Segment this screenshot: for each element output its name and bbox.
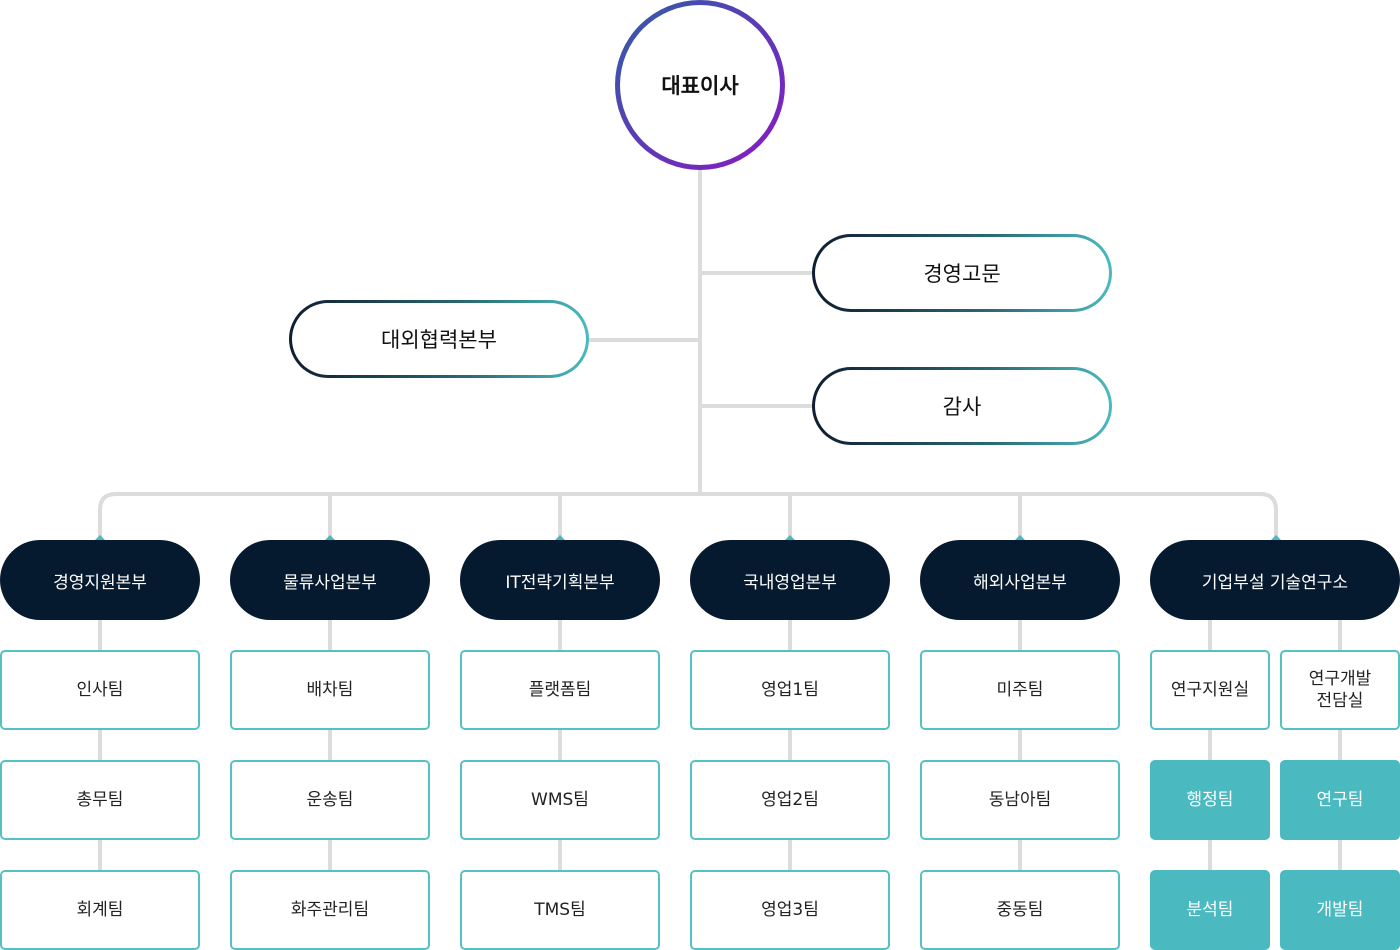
team-box: 회계팀 [0,870,200,950]
team-box: 배차팀 [230,650,430,730]
team-box: 운송팀 [230,760,430,840]
team-box: 동남아팀 [920,760,1120,840]
advisor-label: 경영고문 [815,237,1109,309]
advisor-node: 경영고문 [812,234,1112,312]
team-box: WMS팀 [460,760,660,840]
research-support-office: 연구지원실 [1150,650,1270,730]
ceo-label: 대표이사 [620,5,780,165]
team-box: 미주팀 [920,650,1120,730]
team-box: 총무팀 [0,760,200,840]
team-box: 영업3팀 [690,870,890,950]
team-box: 영업2팀 [690,760,890,840]
rnd-dedicated-office: 연구개발 전담실 [1280,650,1400,730]
team-box: 화주관리팀 [230,870,430,950]
division-research-institute: 기업부설 기술연구소 [1150,540,1400,620]
team-box-filled: 개발팀 [1280,870,1400,950]
division-it-strategy: IT전략기획본부 [460,540,660,620]
team-box: TMS팀 [460,870,660,950]
audit-label: 감사 [815,370,1109,442]
team-box: 중동팀 [920,870,1120,950]
division-management-support: 경영지원본부 [0,540,200,620]
team-box: 플랫폼팀 [460,650,660,730]
team-box-filled: 행정팀 [1150,760,1270,840]
division-domestic-sales: 국내영업본부 [690,540,890,620]
external-affairs-node: 대외협력본부 [289,300,589,378]
ceo-node: 대표이사 [615,0,785,170]
division-logistics: 물류사업본부 [230,540,430,620]
division-overseas: 해외사업본부 [920,540,1120,620]
team-box: 영업1팀 [690,650,890,730]
external-affairs-label: 대외협력본부 [292,303,586,375]
audit-node: 감사 [812,367,1112,445]
team-box-filled: 분석팀 [1150,870,1270,950]
team-box: 인사팀 [0,650,200,730]
team-box-filled: 연구팀 [1280,760,1400,840]
